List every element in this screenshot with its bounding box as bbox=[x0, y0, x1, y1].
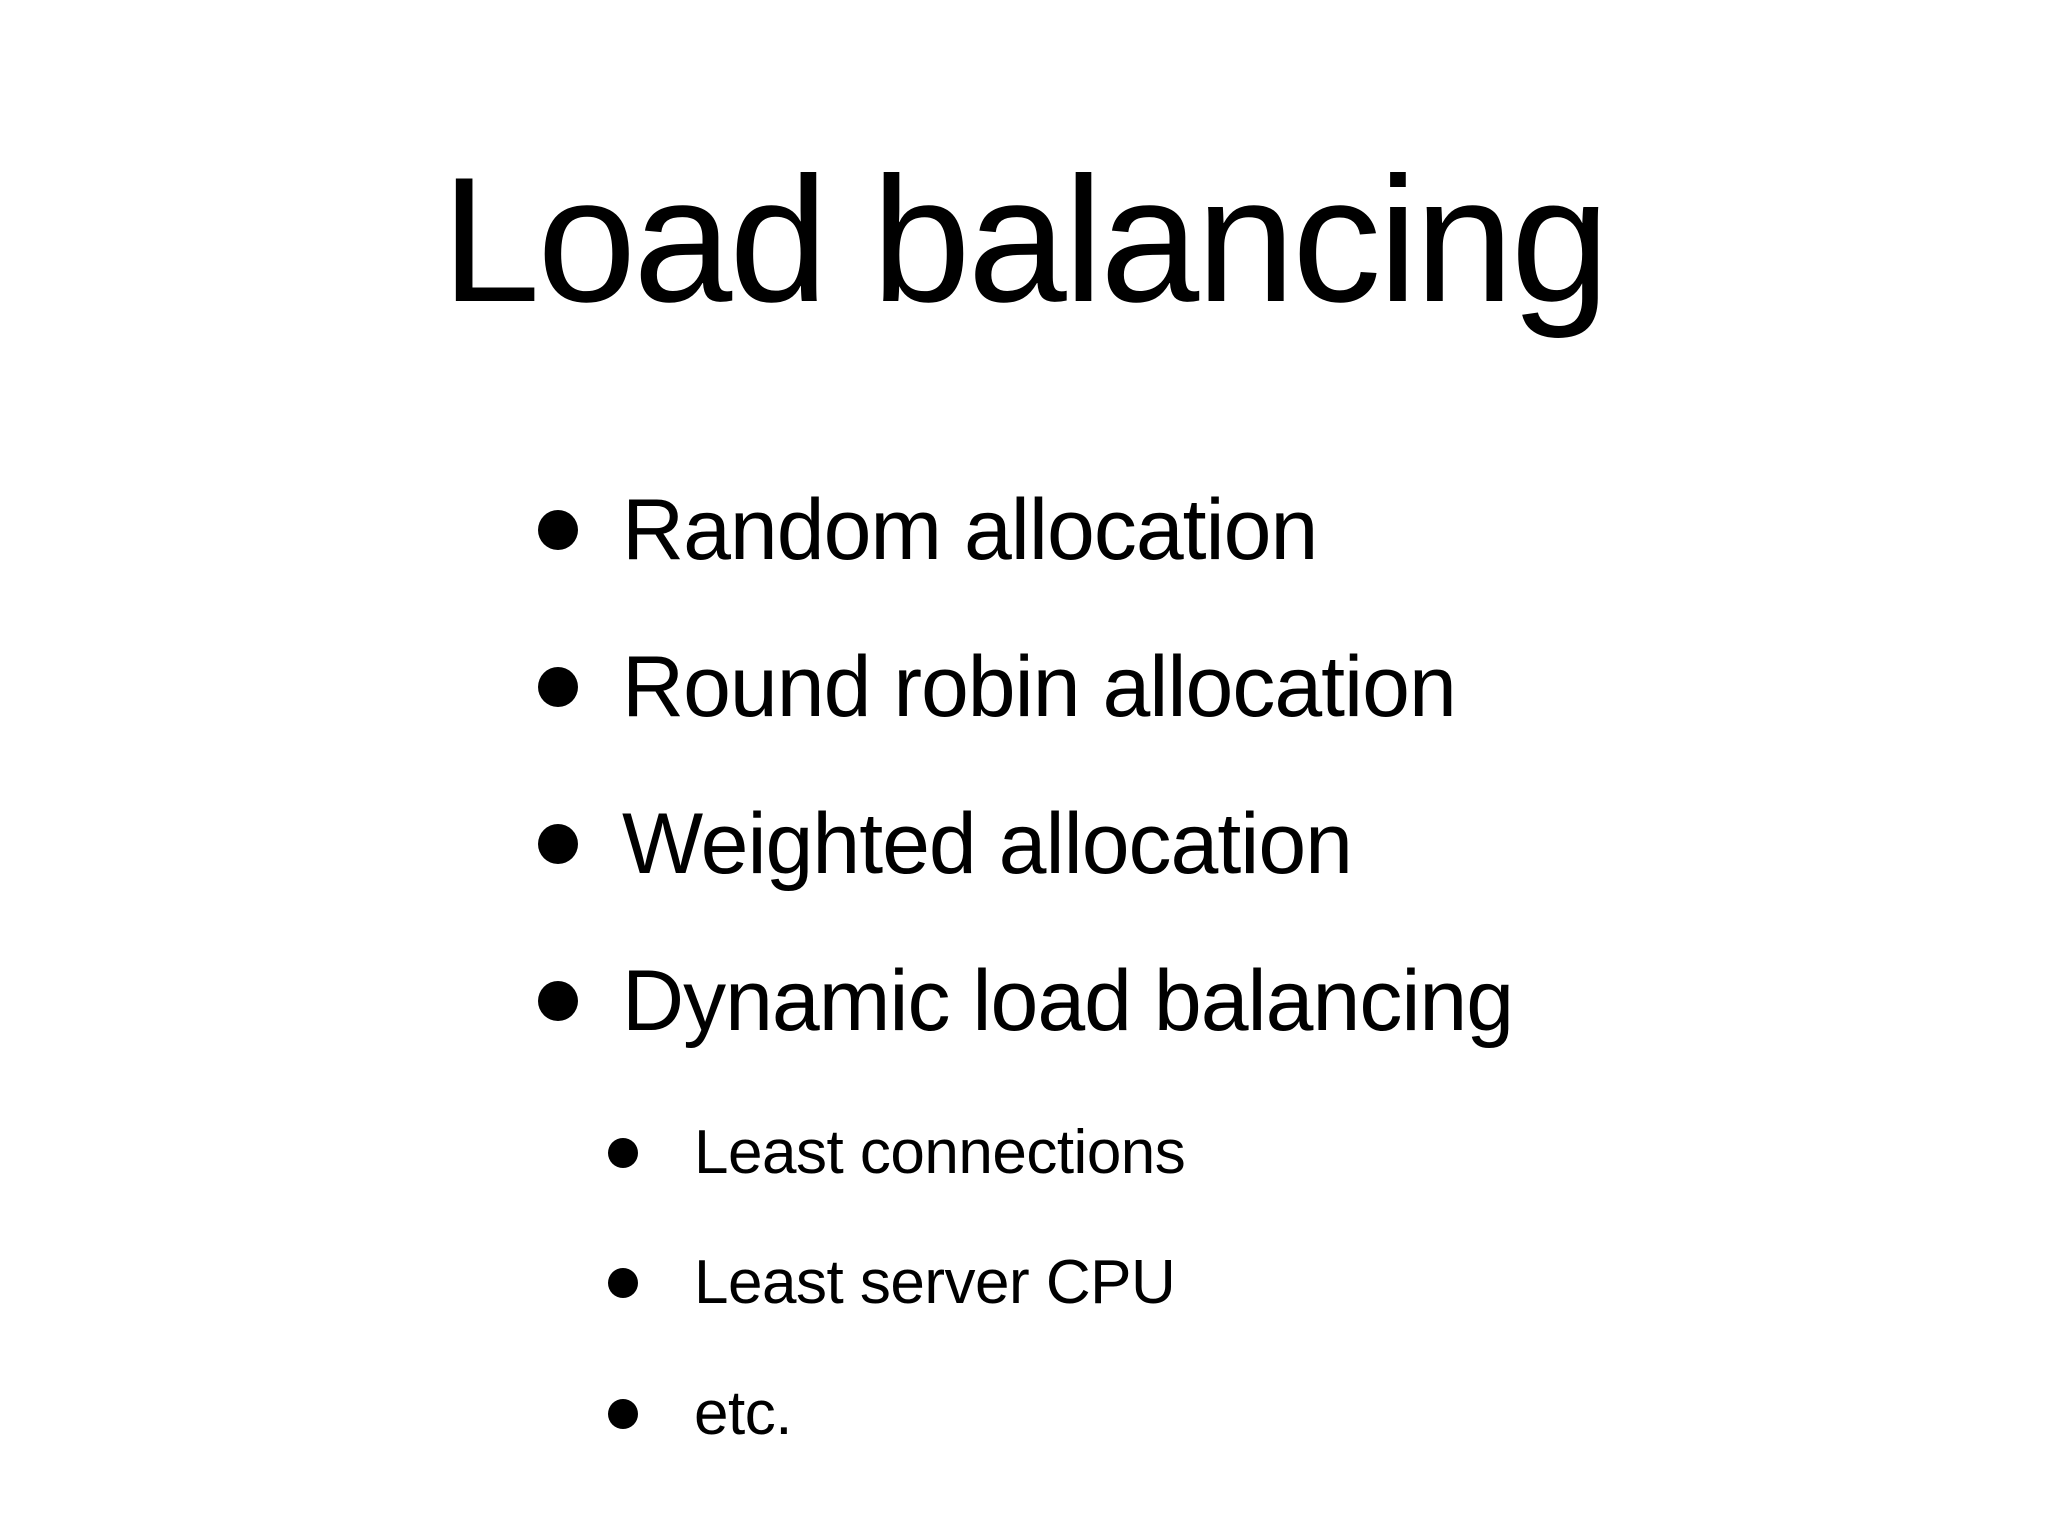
bullet-item: Random allocation bbox=[538, 475, 1318, 585]
sub-bullet-text: Least connections bbox=[694, 1118, 1186, 1187]
sub-bullet-text: Least server CPU bbox=[694, 1248, 1176, 1317]
sub-bullet-item: Least server CPU bbox=[608, 1243, 1176, 1323]
bullet-item: Dynamic load balancing bbox=[538, 946, 1514, 1056]
bullet-dot-icon bbox=[538, 981, 578, 1021]
sub-bullet-item: etc. bbox=[608, 1374, 792, 1454]
bullet-text: Random allocation bbox=[622, 482, 1318, 578]
bullet-text: Round robin allocation bbox=[622, 639, 1457, 735]
bullet-dot-icon bbox=[538, 510, 578, 550]
bullet-text: Dynamic load balancing bbox=[622, 953, 1514, 1049]
sub-bullet-dot-icon bbox=[608, 1138, 638, 1168]
bullet-list: Random allocation Round robin allocation… bbox=[538, 0, 1938, 1536]
slide-title: Load balancing bbox=[441, 140, 1610, 339]
bullet-dot-icon bbox=[538, 667, 578, 707]
sub-bullet-text: etc. bbox=[694, 1379, 792, 1448]
sub-bullet-dot-icon bbox=[608, 1268, 638, 1298]
bullet-dot-icon bbox=[538, 824, 578, 864]
sub-bullet-dot-icon bbox=[608, 1399, 638, 1429]
bullet-text: Weighted allocation bbox=[622, 796, 1353, 892]
sub-bullet-item: Least connections bbox=[608, 1113, 1186, 1193]
bullet-item: Weighted allocation bbox=[538, 789, 1353, 899]
bullet-item: Round robin allocation bbox=[538, 632, 1457, 742]
